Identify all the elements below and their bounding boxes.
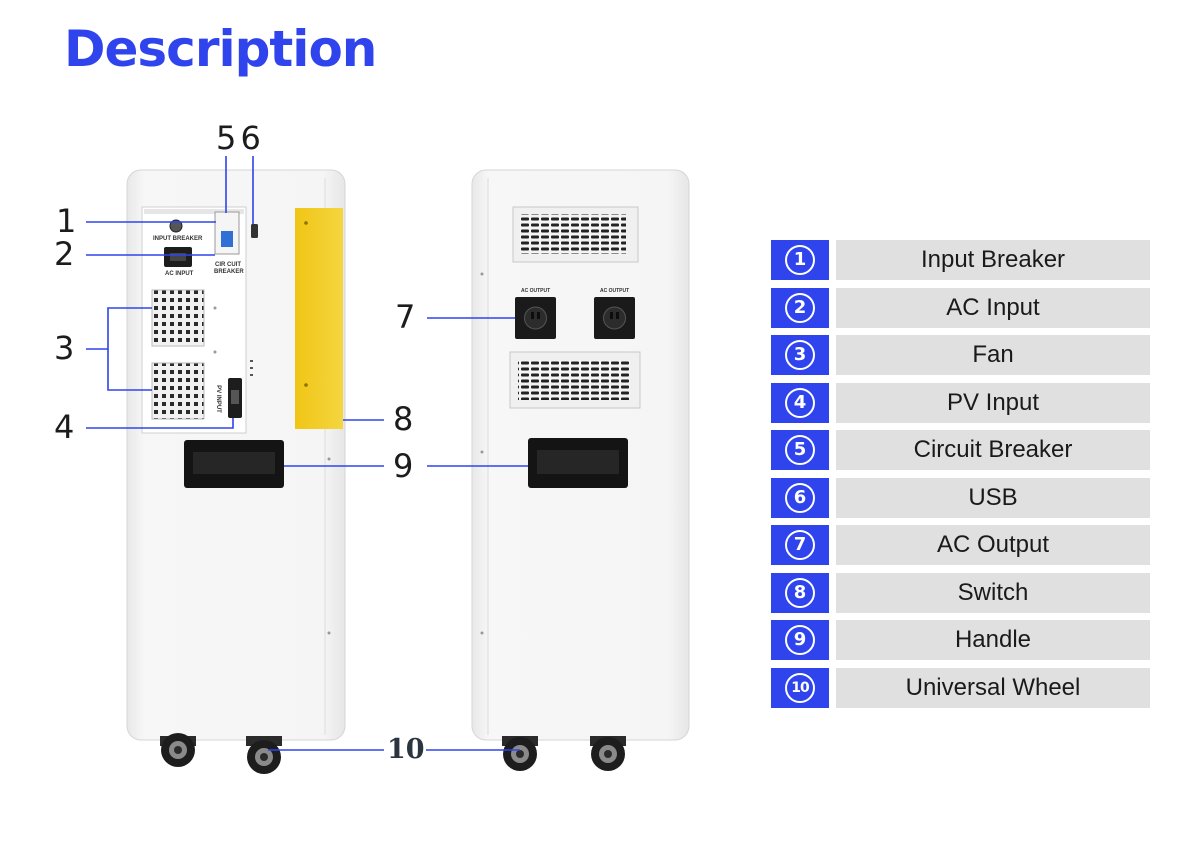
legend-label: Universal Wheel [836, 667, 1150, 708]
callout-4: 4 [54, 408, 75, 446]
fan-grille-top [151, 289, 205, 347]
legend-table: 1 Input Breaker 2 AC Input 3 Fan 4 PV In… [771, 240, 1150, 715]
number-badge-icon: 8 [785, 577, 815, 608]
callout-10: 10 [387, 734, 425, 765]
legend-row: 6 USB [771, 477, 1150, 518]
callout-8: 8 [393, 400, 414, 438]
page-title: Description [64, 20, 377, 78]
leader-lines [86, 156, 528, 751]
number-badge-icon: 2 [785, 292, 815, 323]
number-badge-icon: 3 [785, 340, 815, 370]
legend-row: 3 Fan [771, 335, 1150, 375]
ac-output-left-label: AC OUTPUT [521, 288, 551, 294]
number-badge-icon: 5 [785, 435, 815, 465]
left-unit [126, 169, 346, 774]
input-breaker-knob [169, 219, 183, 233]
ac-input-label: AC INPUT [165, 271, 194, 277]
legend-label: USB [836, 477, 1150, 518]
legend-label: Circuit Breaker [836, 430, 1150, 470]
left-wheel-2 [246, 736, 282, 774]
legend-row: 9 Handle [771, 620, 1150, 660]
number-badge-icon: 7 [785, 530, 815, 560]
circuit-breaker-label-1: CIR CUIT [215, 262, 241, 268]
callout-9: 9 [393, 447, 414, 485]
switch-door [295, 208, 343, 429]
input-breaker-label: INPUT BREAKER [153, 236, 203, 242]
right-wheel-2 [590, 736, 626, 771]
legend-label: Switch [836, 572, 1150, 613]
legend-row: 5 Circuit Breaker [771, 430, 1150, 470]
right-unit [471, 169, 690, 771]
callout-5-6: 5 6 [216, 119, 261, 157]
callout-3: 3 [54, 329, 75, 367]
legend-row: 1 Input Breaker [771, 240, 1150, 280]
legend-label: PV Input [836, 382, 1150, 423]
legend-label: AC Input [836, 287, 1150, 328]
legend-row: 8 Switch [771, 572, 1150, 613]
pv-input-label: PV INPUT [214, 385, 221, 413]
left-wheel-1 [160, 733, 196, 767]
fan-grille-bottom [151, 362, 205, 420]
legend-row: 4 PV Input [771, 382, 1150, 423]
callout-1: 1 [56, 202, 77, 240]
legend-label: AC Output [836, 525, 1150, 565]
legend-row: 10 Universal Wheel [771, 667, 1150, 708]
usb-port [251, 224, 258, 238]
number-badge-icon: 1 [785, 245, 815, 275]
legend-label: Handle [836, 620, 1150, 660]
ac-output-right-label: AC OUTPUT [600, 288, 630, 294]
legend-label: Fan [836, 335, 1150, 375]
right-wheel-1 [502, 736, 538, 771]
callout-7: 7 [395, 298, 416, 336]
legend-row: 7 AC Output [771, 525, 1150, 565]
legend-label: Input Breaker [836, 240, 1150, 280]
number-badge-icon: 9 [785, 625, 815, 655]
number-badge-icon: 4 [785, 387, 815, 418]
legend-row: 2 AC Input [771, 287, 1150, 328]
number-badge-icon: 6 [785, 482, 815, 513]
callout-2: 2 [54, 235, 75, 273]
circuit-breaker-label-2: BREAKER [214, 269, 244, 275]
number-badge-icon: 10 [785, 672, 815, 703]
